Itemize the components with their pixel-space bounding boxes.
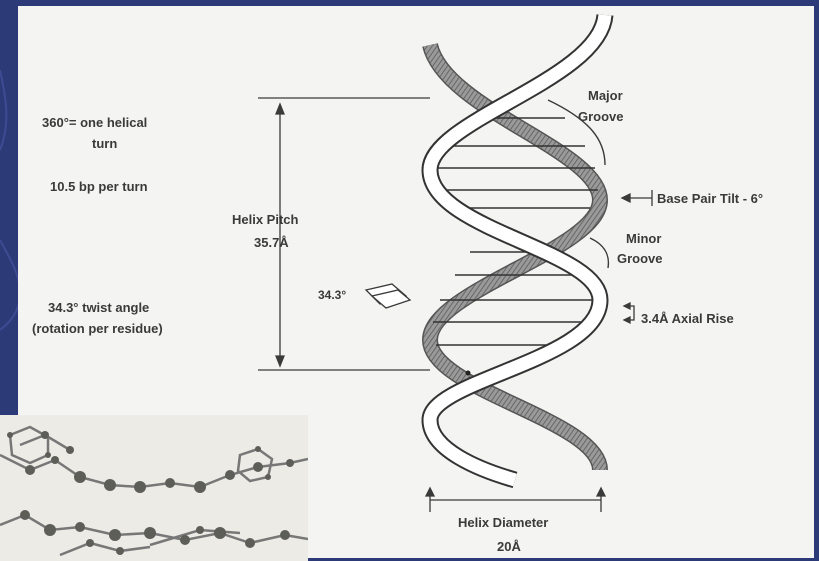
base-pair-tilt-marker bbox=[622, 190, 652, 206]
minor-groove-label-line2: Groove bbox=[617, 251, 663, 266]
helix-pitch-indicator bbox=[258, 98, 430, 370]
helix-diameter-label-line1: Helix Diameter bbox=[458, 515, 548, 530]
helix-pitch-label-line2: 35.7Å bbox=[254, 235, 289, 250]
twist-angle-label-line2: (rotation per residue) bbox=[32, 321, 163, 336]
axial-rise-label: 3.4Å Axial Rise bbox=[641, 311, 734, 326]
base-pair-tilt-label: Base Pair Tilt - 6° bbox=[657, 191, 763, 206]
back-strand bbox=[430, 45, 600, 470]
twist-angle-value-label: 34.3° bbox=[318, 288, 346, 302]
molecular-model-photo bbox=[0, 415, 308, 561]
minor-groove-bracket bbox=[590, 238, 608, 268]
axial-rise-marker bbox=[624, 303, 634, 323]
helix-pitch-label-line1: Helix Pitch bbox=[232, 212, 299, 227]
helix-diameter-indicator bbox=[426, 488, 605, 512]
major-groove-label-line1: Major bbox=[588, 88, 623, 103]
helix-diameter-label-line2: 20Å bbox=[497, 539, 521, 554]
major-groove-label-line2: Groove bbox=[578, 109, 624, 124]
molecular-ball-and-stick-icon bbox=[0, 415, 308, 561]
helical-turn-label-line1: 360°= one helical bbox=[42, 115, 147, 130]
minor-groove-label-line1: Minor bbox=[626, 231, 661, 246]
bp-per-turn-label: 10.5 bp per turn bbox=[50, 179, 148, 194]
twist-angle-icon bbox=[366, 284, 410, 308]
twist-angle-label-line1: 34.3° twist angle bbox=[48, 300, 149, 315]
helical-turn-label-line2: turn bbox=[92, 136, 117, 151]
